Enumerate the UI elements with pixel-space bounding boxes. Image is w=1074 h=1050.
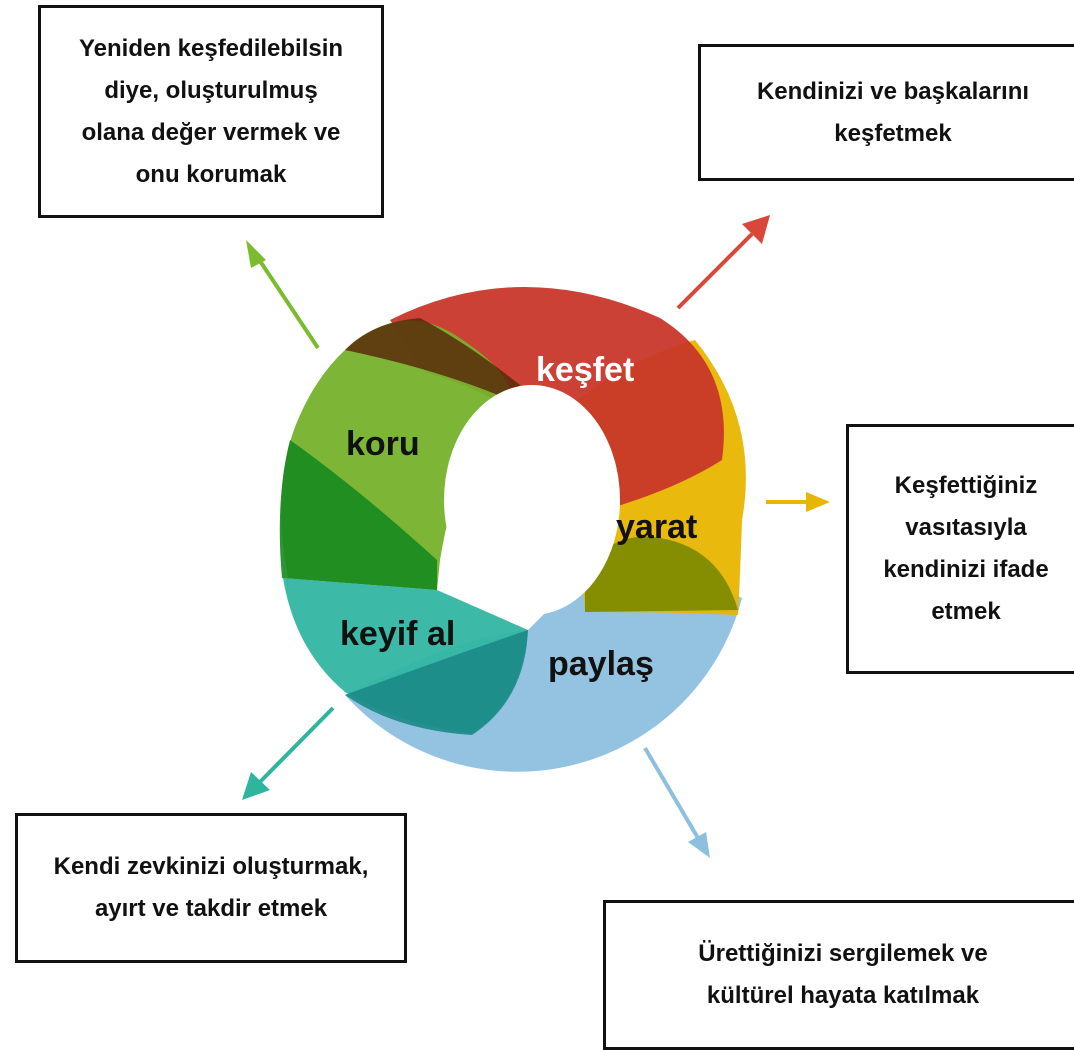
enjoy-description-text: Kendi zevkinizi oluşturmak, ayırt ve tak…	[53, 853, 369, 922]
preserve-label: koru	[346, 425, 420, 463]
share-description-text: Ürettiğinizi sergilemek ve kültürel haya…	[698, 940, 988, 1009]
discover-description-box: Kendinizi ve başkalarını keşfetmek	[698, 44, 1074, 181]
create-description-box: Keşfettiğiniz vasıtasıyla kendinizi ifad…	[846, 424, 1074, 674]
arrow-to-preserve	[246, 240, 320, 350]
arrow-to-share	[643, 746, 710, 858]
share-label: paylaş	[548, 645, 654, 683]
preserve-dark-band	[279, 440, 437, 590]
discover-description-text: Kendinizi ve başkalarını keşfetmek	[756, 77, 1030, 147]
discover-preserve-overlap	[345, 318, 520, 400]
discover-label: keşfet	[536, 351, 634, 389]
cycle-center-hole	[444, 385, 620, 615]
preserve-description-text: Yeniden keşfedilebilsin diye, oluşturulm…	[78, 34, 344, 188]
create-label: yarat	[616, 508, 697, 546]
enjoy-share-overlap	[345, 630, 528, 735]
arrow-to-discover	[676, 215, 770, 310]
arrow-to-enjoy	[242, 706, 335, 800]
enjoy-label: keyif al	[340, 615, 455, 653]
create-share-overlap	[585, 536, 738, 612]
share-description-box: Ürettiğinizi sergilemek ve kültürel haya…	[603, 900, 1074, 1050]
create-description-text: Keşfettiğiniz vasıtasıyla kendinizi ifad…	[883, 472, 1049, 625]
preserve-description-box: Yeniden keşfedilebilsin diye, oluşturulm…	[38, 5, 384, 218]
enjoy-description-box: Kendi zevkinizi oluşturmak, ayırt ve tak…	[15, 813, 407, 963]
arrow-to-create	[766, 492, 830, 512]
